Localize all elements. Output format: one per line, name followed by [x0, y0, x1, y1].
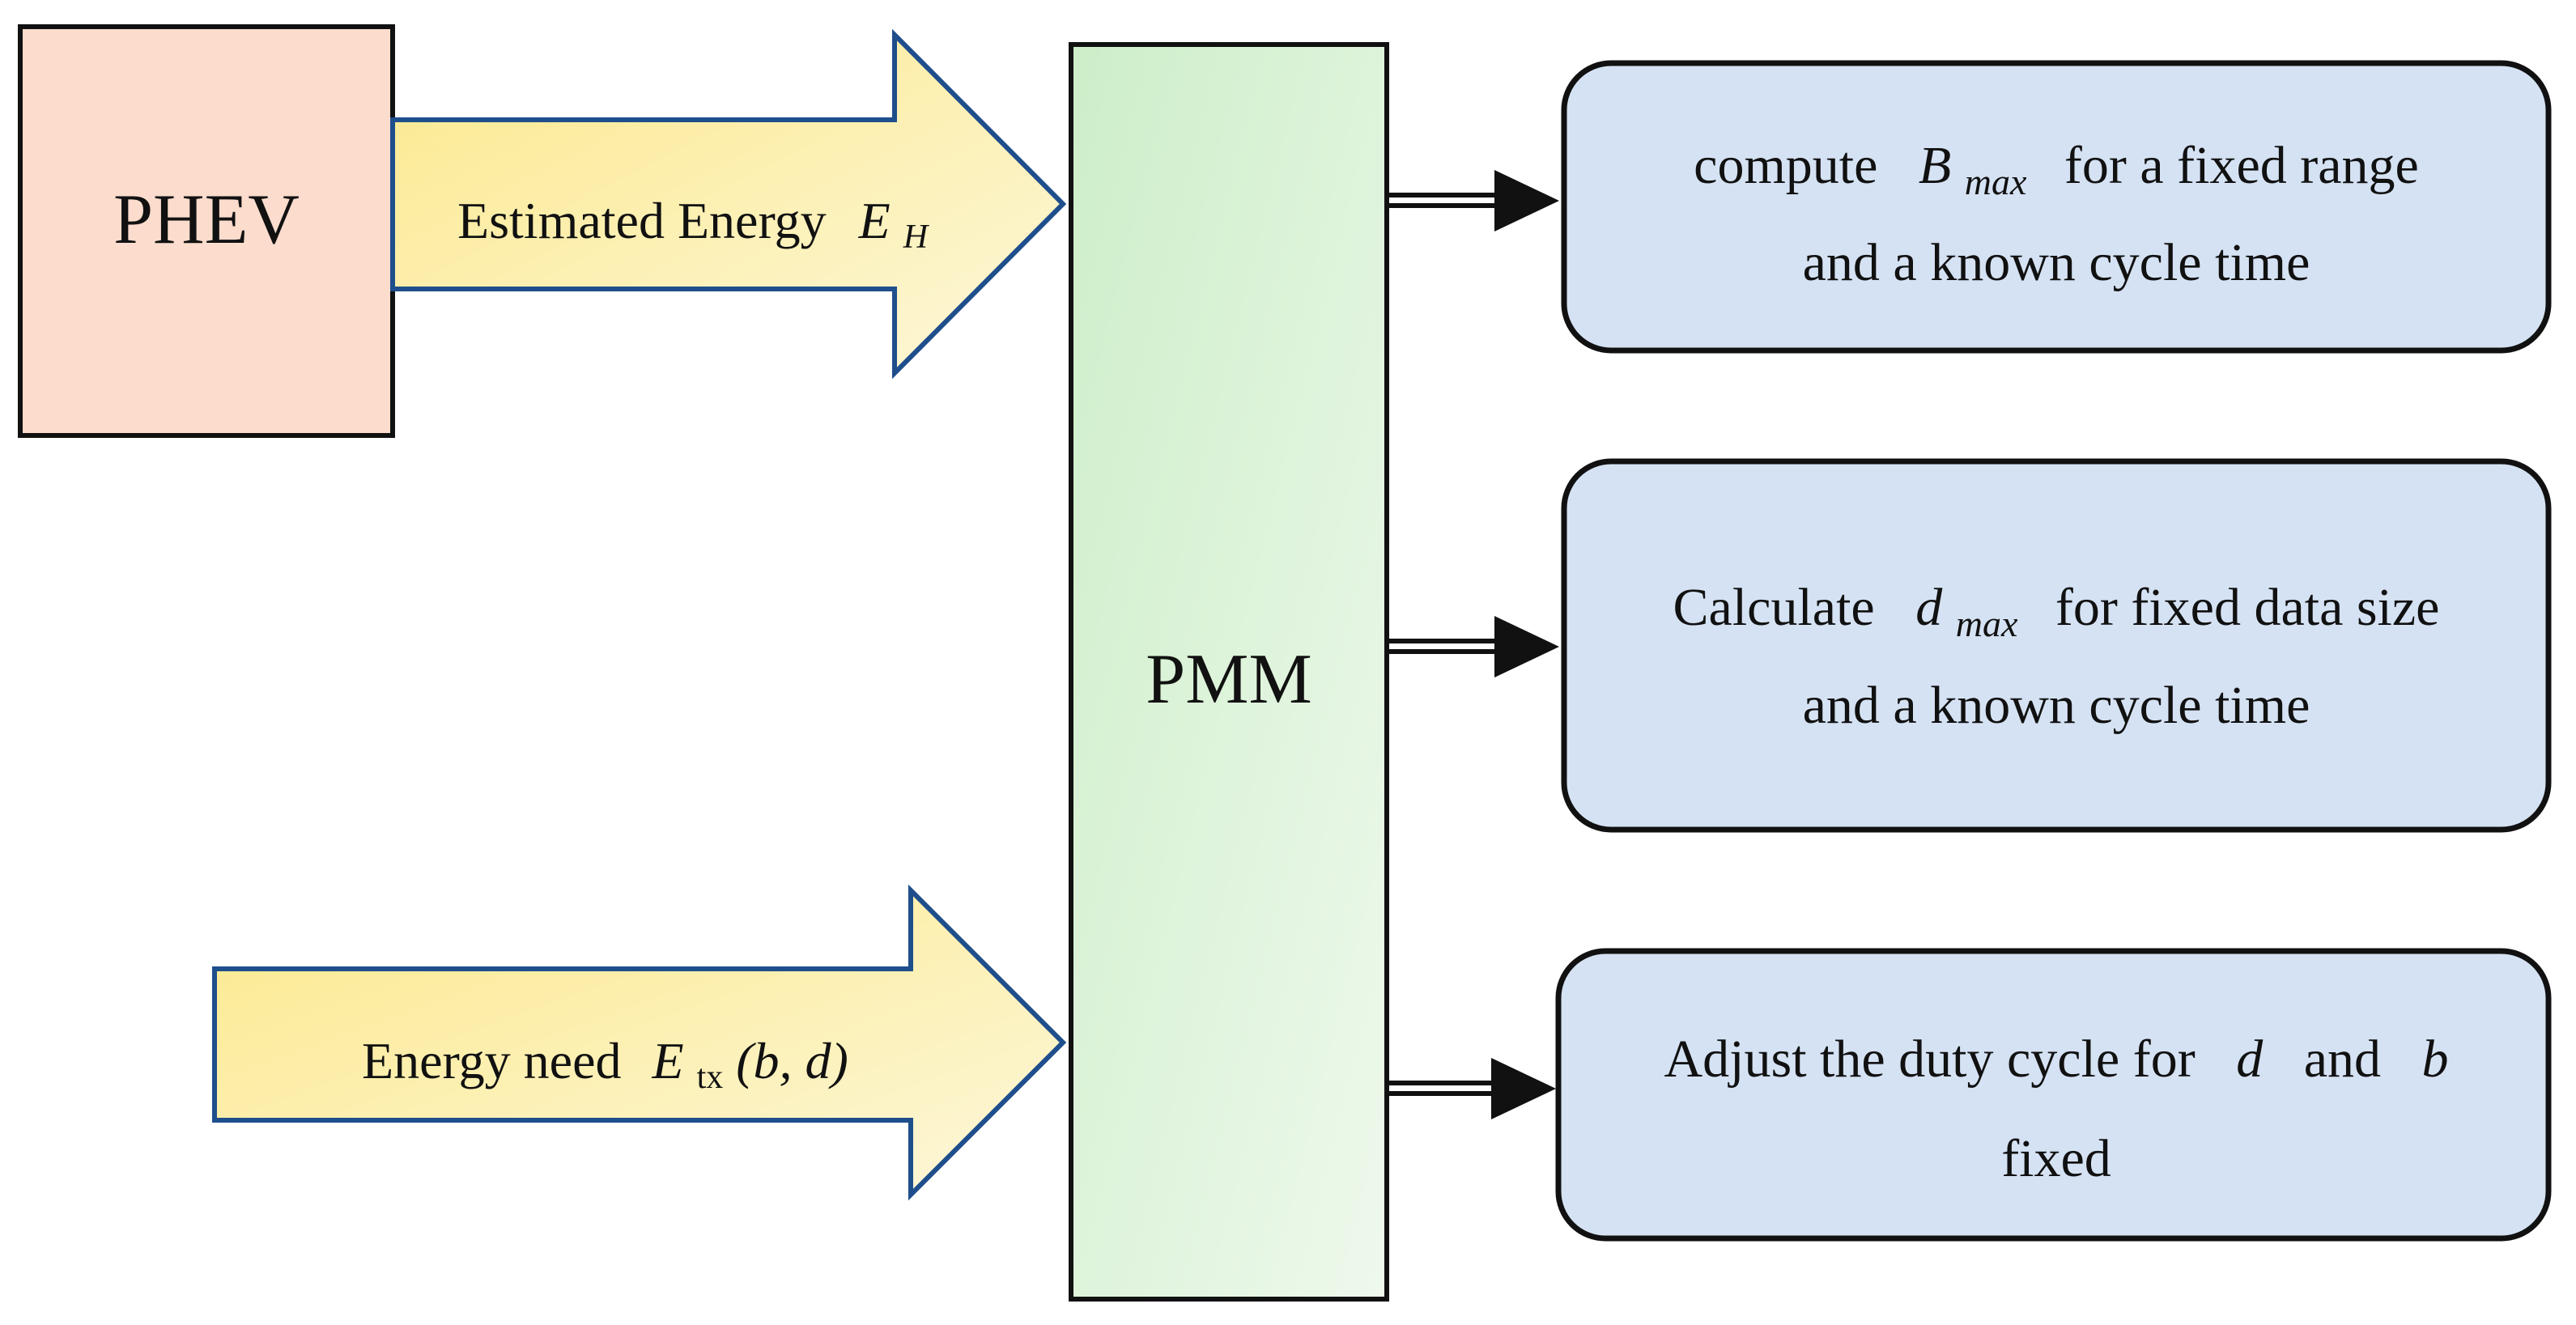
output-math-sub: max [1956, 603, 2018, 644]
output-math-base: B [1919, 136, 1951, 195]
estimated-energy-arrow: Estimated Energy E H [390, 28, 1067, 380]
output-line-1: compute B max for a fixed range [1694, 136, 2419, 206]
energy-need-arrow-shape [212, 884, 1067, 1201]
energy-need-math-base: E [651, 1032, 683, 1089]
energy-need-arrow: Energy need E tx (b, d) [212, 884, 1067, 1201]
energy-need-math-sub: tx [697, 1059, 724, 1096]
output-adjust-duty: Adjust the duty cycle for d and b fixed [1555, 948, 2552, 1242]
connector-calculate-dmax [1387, 616, 1559, 677]
connector-compute-bmax [1387, 170, 1559, 231]
output-line-1: Adjust the duty cycle for d and b [1664, 1030, 2449, 1089]
connector-arrowhead [1491, 1058, 1556, 1119]
output-calculate-dmax: Calculate d max for fixed data size and … [1561, 458, 2552, 833]
output-mid-text: and [2304, 1030, 2381, 1089]
output-post-text: for a fixed range [2064, 136, 2419, 195]
connector-adjust-duty [1387, 1058, 1556, 1119]
phev-node: PHEV [18, 24, 395, 438]
output-pre-text: compute [1694, 136, 1877, 195]
connector-arrowhead [1494, 170, 1559, 231]
phev-box [18, 24, 395, 438]
output-line-2: and a known cycle time [1803, 676, 2310, 735]
pmm-label: PMM [1146, 640, 1311, 719]
output-pre-text: Adjust the duty cycle for [1664, 1030, 2196, 1089]
output-box [1561, 458, 2552, 833]
pmm-box [1069, 42, 1389, 1302]
output-line-2: and a known cycle time [1803, 233, 2310, 292]
energy-need-text: Energy need [362, 1032, 621, 1089]
energy-need-label: Energy need E tx (b, d) [362, 1032, 848, 1099]
output-box [1561, 60, 2552, 354]
output-box [1555, 948, 2552, 1242]
connector-arrowhead [1494, 616, 1559, 677]
energy-need-math-args: (b, d) [736, 1032, 848, 1089]
output-math-base: d [1915, 578, 1943, 637]
output-line-1: Calculate d max for fixed data size [1673, 578, 2440, 648]
output-pre-text: Calculate [1673, 578, 1875, 637]
estimated-energy-math-sub: H [903, 219, 930, 256]
estimated-energy-arrow-shape [390, 28, 1067, 380]
output-compute-bmax: compute B max for a fixed range and a kn… [1561, 60, 2552, 354]
output-post-text: for fixed data size [2055, 578, 2440, 637]
estimated-energy-label: Estimated Energy E H [457, 192, 930, 256]
pmm-node: PMM [1069, 42, 1389, 1302]
output-var-d: d [2236, 1030, 2264, 1089]
output-var-b: b [2421, 1030, 2448, 1089]
phev-label: PHEV [113, 180, 300, 259]
output-line-2: fixed [2001, 1129, 2111, 1188]
estimated-energy-math-base: E [858, 192, 891, 249]
estimated-energy-text: Estimated Energy [457, 192, 827, 249]
output-math-sub: max [1965, 161, 2027, 202]
